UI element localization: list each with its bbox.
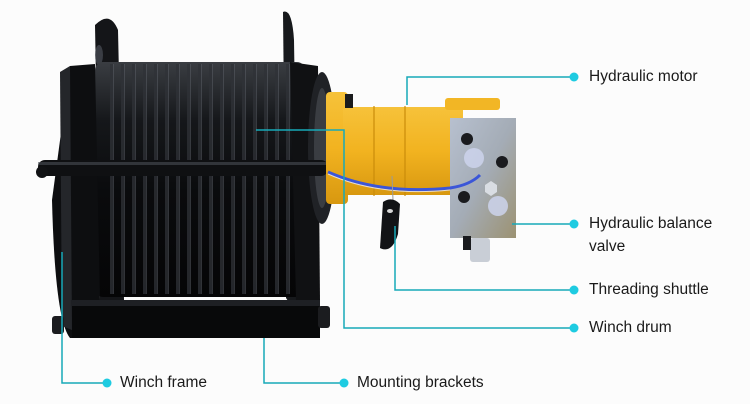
tie-rod: [36, 160, 328, 178]
label-mounting-brackets: Mounting brackets: [357, 374, 484, 391]
hydraulic-hose: [327, 170, 482, 192]
label-winch-frame: Winch frame: [120, 374, 207, 391]
dot-hydraulic-motor: [569, 72, 579, 82]
leader-mounting-brackets: [263, 338, 344, 384]
leader-hydraulic-motor: [406, 76, 574, 105]
callout-dots: [102, 72, 579, 388]
label-threading-shuttle: Threading shuttle: [589, 281, 709, 298]
dot-threading-shuttle: [569, 285, 579, 295]
dot-winch-frame: [102, 378, 112, 388]
frame-left-plate: [52, 64, 100, 338]
balance-valve-block: [450, 118, 516, 262]
leader-lines: [61, 76, 574, 384]
label-winch-drum: Winch drum: [589, 319, 672, 336]
drum-body: [95, 62, 305, 297]
dot-hydraulic-balance-valve: [569, 219, 579, 229]
leader-threading-shuttle: [394, 226, 574, 291]
dot-winch-drum: [569, 323, 579, 333]
mounting-bracket-bar: [52, 300, 330, 338]
leader-winch-frame: [61, 252, 107, 384]
hydraulic-motor-body: [326, 92, 500, 204]
dot-mounting-brackets: [339, 378, 349, 388]
leader-winch-drum: [256, 129, 574, 329]
label-hydraulic-balance-valve: Hydraulic balance valve: [589, 215, 713, 255]
label-hydraulic-motor: Hydraulic motor: [589, 68, 698, 85]
